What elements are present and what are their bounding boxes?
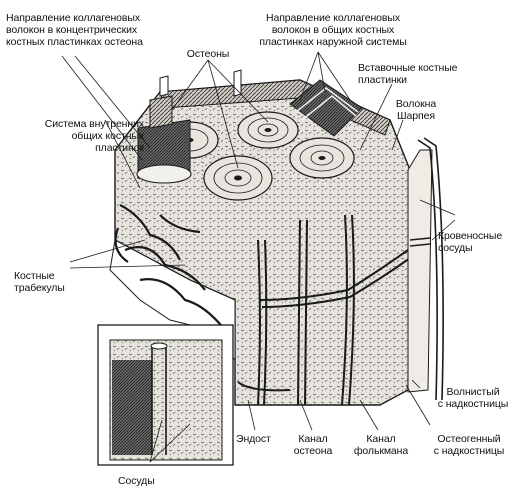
label-periosteum-fibrous: Волнистый с надкостницы [432, 386, 514, 410]
label-bone-trabeculae: Костные трабекулы [14, 270, 94, 294]
label-interstitial-lamellae: Вставочные костные пластинки [358, 62, 508, 86]
label-endosteum: Эндост [236, 433, 286, 445]
label-collagen-outer: Направление коллагеновых волокон в общих… [248, 12, 418, 48]
label-periosteum-osteogenic: Остеогенный с надкостницы [428, 433, 510, 457]
label-collagen-osteon: Направление коллагеновых волокон в конце… [6, 12, 176, 48]
label-osteons: Остеоны [178, 48, 238, 60]
label-sharpey-fibers: Волокна Шарпея [386, 98, 446, 122]
label-inner-lamellae: Система внутренних общих костных пластин… [4, 118, 144, 154]
periosteum [408, 150, 432, 392]
label-osteon-canal: Канал остеона [288, 433, 338, 457]
label-blood-vessels: Кровеносные сосуды [438, 230, 514, 254]
label-volkmann-canal: Канал фолькмана [346, 433, 416, 457]
label-vessels-inset: Сосуды [118, 475, 178, 487]
